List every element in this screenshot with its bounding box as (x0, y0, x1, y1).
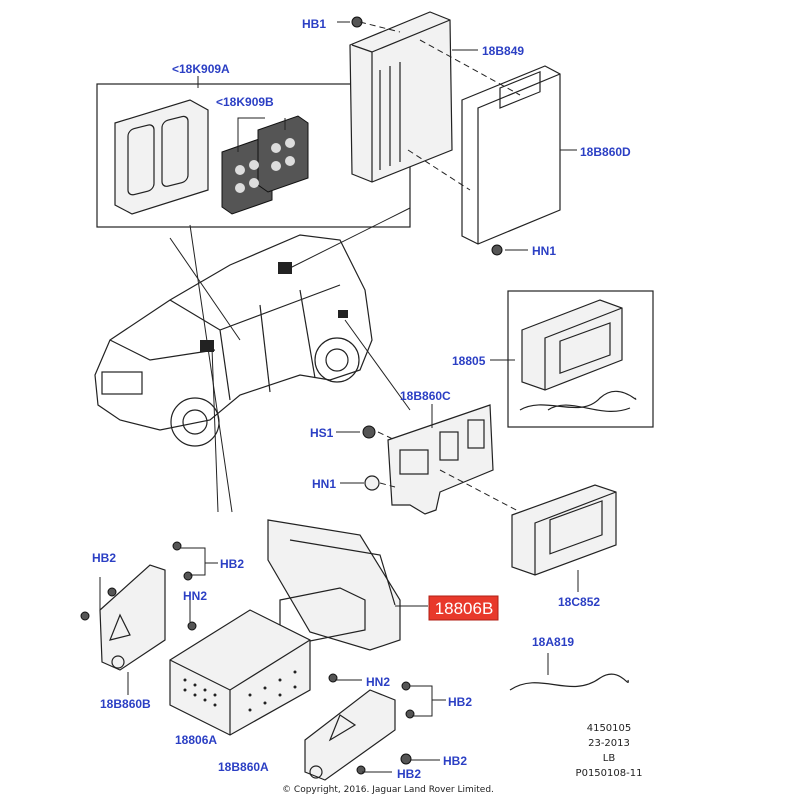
callout-18k909a: <18K909A (172, 62, 230, 76)
callout-hb2-right-mid: HB2 (448, 695, 472, 709)
callout-18c852: 18C852 (558, 595, 600, 609)
info-line-3: LB (603, 753, 616, 764)
info-line-2: 23-2013 (588, 738, 630, 749)
drawing-info-block: 4150105 23-2013 LB P0150108-11 (576, 723, 643, 779)
nut-hn1-top (491, 244, 528, 256)
switch-bezel-18k909a (114, 99, 209, 215)
screw-hs1 (336, 425, 376, 439)
screw-hb1 (337, 16, 363, 28)
info-line-1: 4150105 (587, 723, 632, 734)
radio-unit-18806a (169, 609, 311, 736)
switch-pack-inset (96, 83, 411, 228)
callout-18a819: 18A819 (532, 635, 574, 649)
module-18c852 (511, 484, 617, 576)
assembly-line (419, 39, 521, 96)
callout-18806b-highlight[interactable]: 18806B (428, 595, 499, 621)
bracket-18b860d (461, 65, 561, 245)
callout-hb2-left: HB2 (92, 551, 116, 565)
callout-hb2-bottom-right: HB2 (443, 754, 467, 768)
callout-18b860a: 18B860A (218, 760, 269, 774)
leader-line (344, 319, 411, 411)
callout-hb2-bottom: HB2 (397, 767, 421, 781)
bracket-18b860a (304, 689, 396, 781)
callout-18b860c: 18B860C (400, 389, 451, 403)
switch-pack-18k909b (221, 115, 309, 215)
display-18806b (267, 519, 401, 651)
front-wheel (170, 397, 220, 447)
leader-line (169, 237, 241, 341)
leader-line (410, 685, 446, 717)
callout-hn1-mid: HN1 (312, 477, 336, 491)
cable-18a819 (509, 673, 629, 691)
leader-line (189, 224, 233, 513)
module-18805-inset (507, 290, 654, 428)
module-18b849 (349, 11, 453, 183)
callout-hb1: HB1 (302, 17, 326, 31)
callout-18b849: 18B849 (482, 44, 524, 58)
rear-wheel (314, 337, 360, 383)
nut-hn1-mid (340, 475, 380, 491)
leader-line (289, 207, 411, 269)
callout-18b860d: 18B860D (580, 145, 631, 159)
callout-hn2-left: HN2 (183, 589, 207, 603)
vehicle-grille (101, 371, 143, 395)
callout-18805: 18805 (452, 354, 486, 368)
callout-18806b: 18806B (435, 599, 494, 618)
assembly-line (359, 21, 401, 33)
vehicle-illustration (94, 234, 373, 447)
assembly-line (407, 149, 471, 191)
info-line-4: P0150108-11 (576, 768, 643, 779)
callout-18b860b: 18B860B (100, 697, 151, 711)
callout-hn2-right: HN2 (366, 675, 390, 689)
callout-18k909b: <18K909B (216, 95, 274, 109)
leader-line (180, 547, 218, 576)
assembly-line (439, 469, 521, 513)
callout-hs1: HS1 (310, 426, 334, 440)
callout-18806a: 18806A (175, 733, 217, 747)
bracket-18b860b (99, 564, 166, 671)
assembly-line (377, 431, 396, 488)
bracket-18b860c (387, 404, 494, 515)
copyright-notice: © Copyright, 2016. Jaguar Land Rover Lim… (282, 785, 494, 795)
leader-line (211, 347, 219, 513)
callout-hb2-right-top: HB2 (220, 557, 244, 571)
callout-hn1-top: HN1 (532, 244, 556, 258)
screw-set (80, 541, 415, 775)
